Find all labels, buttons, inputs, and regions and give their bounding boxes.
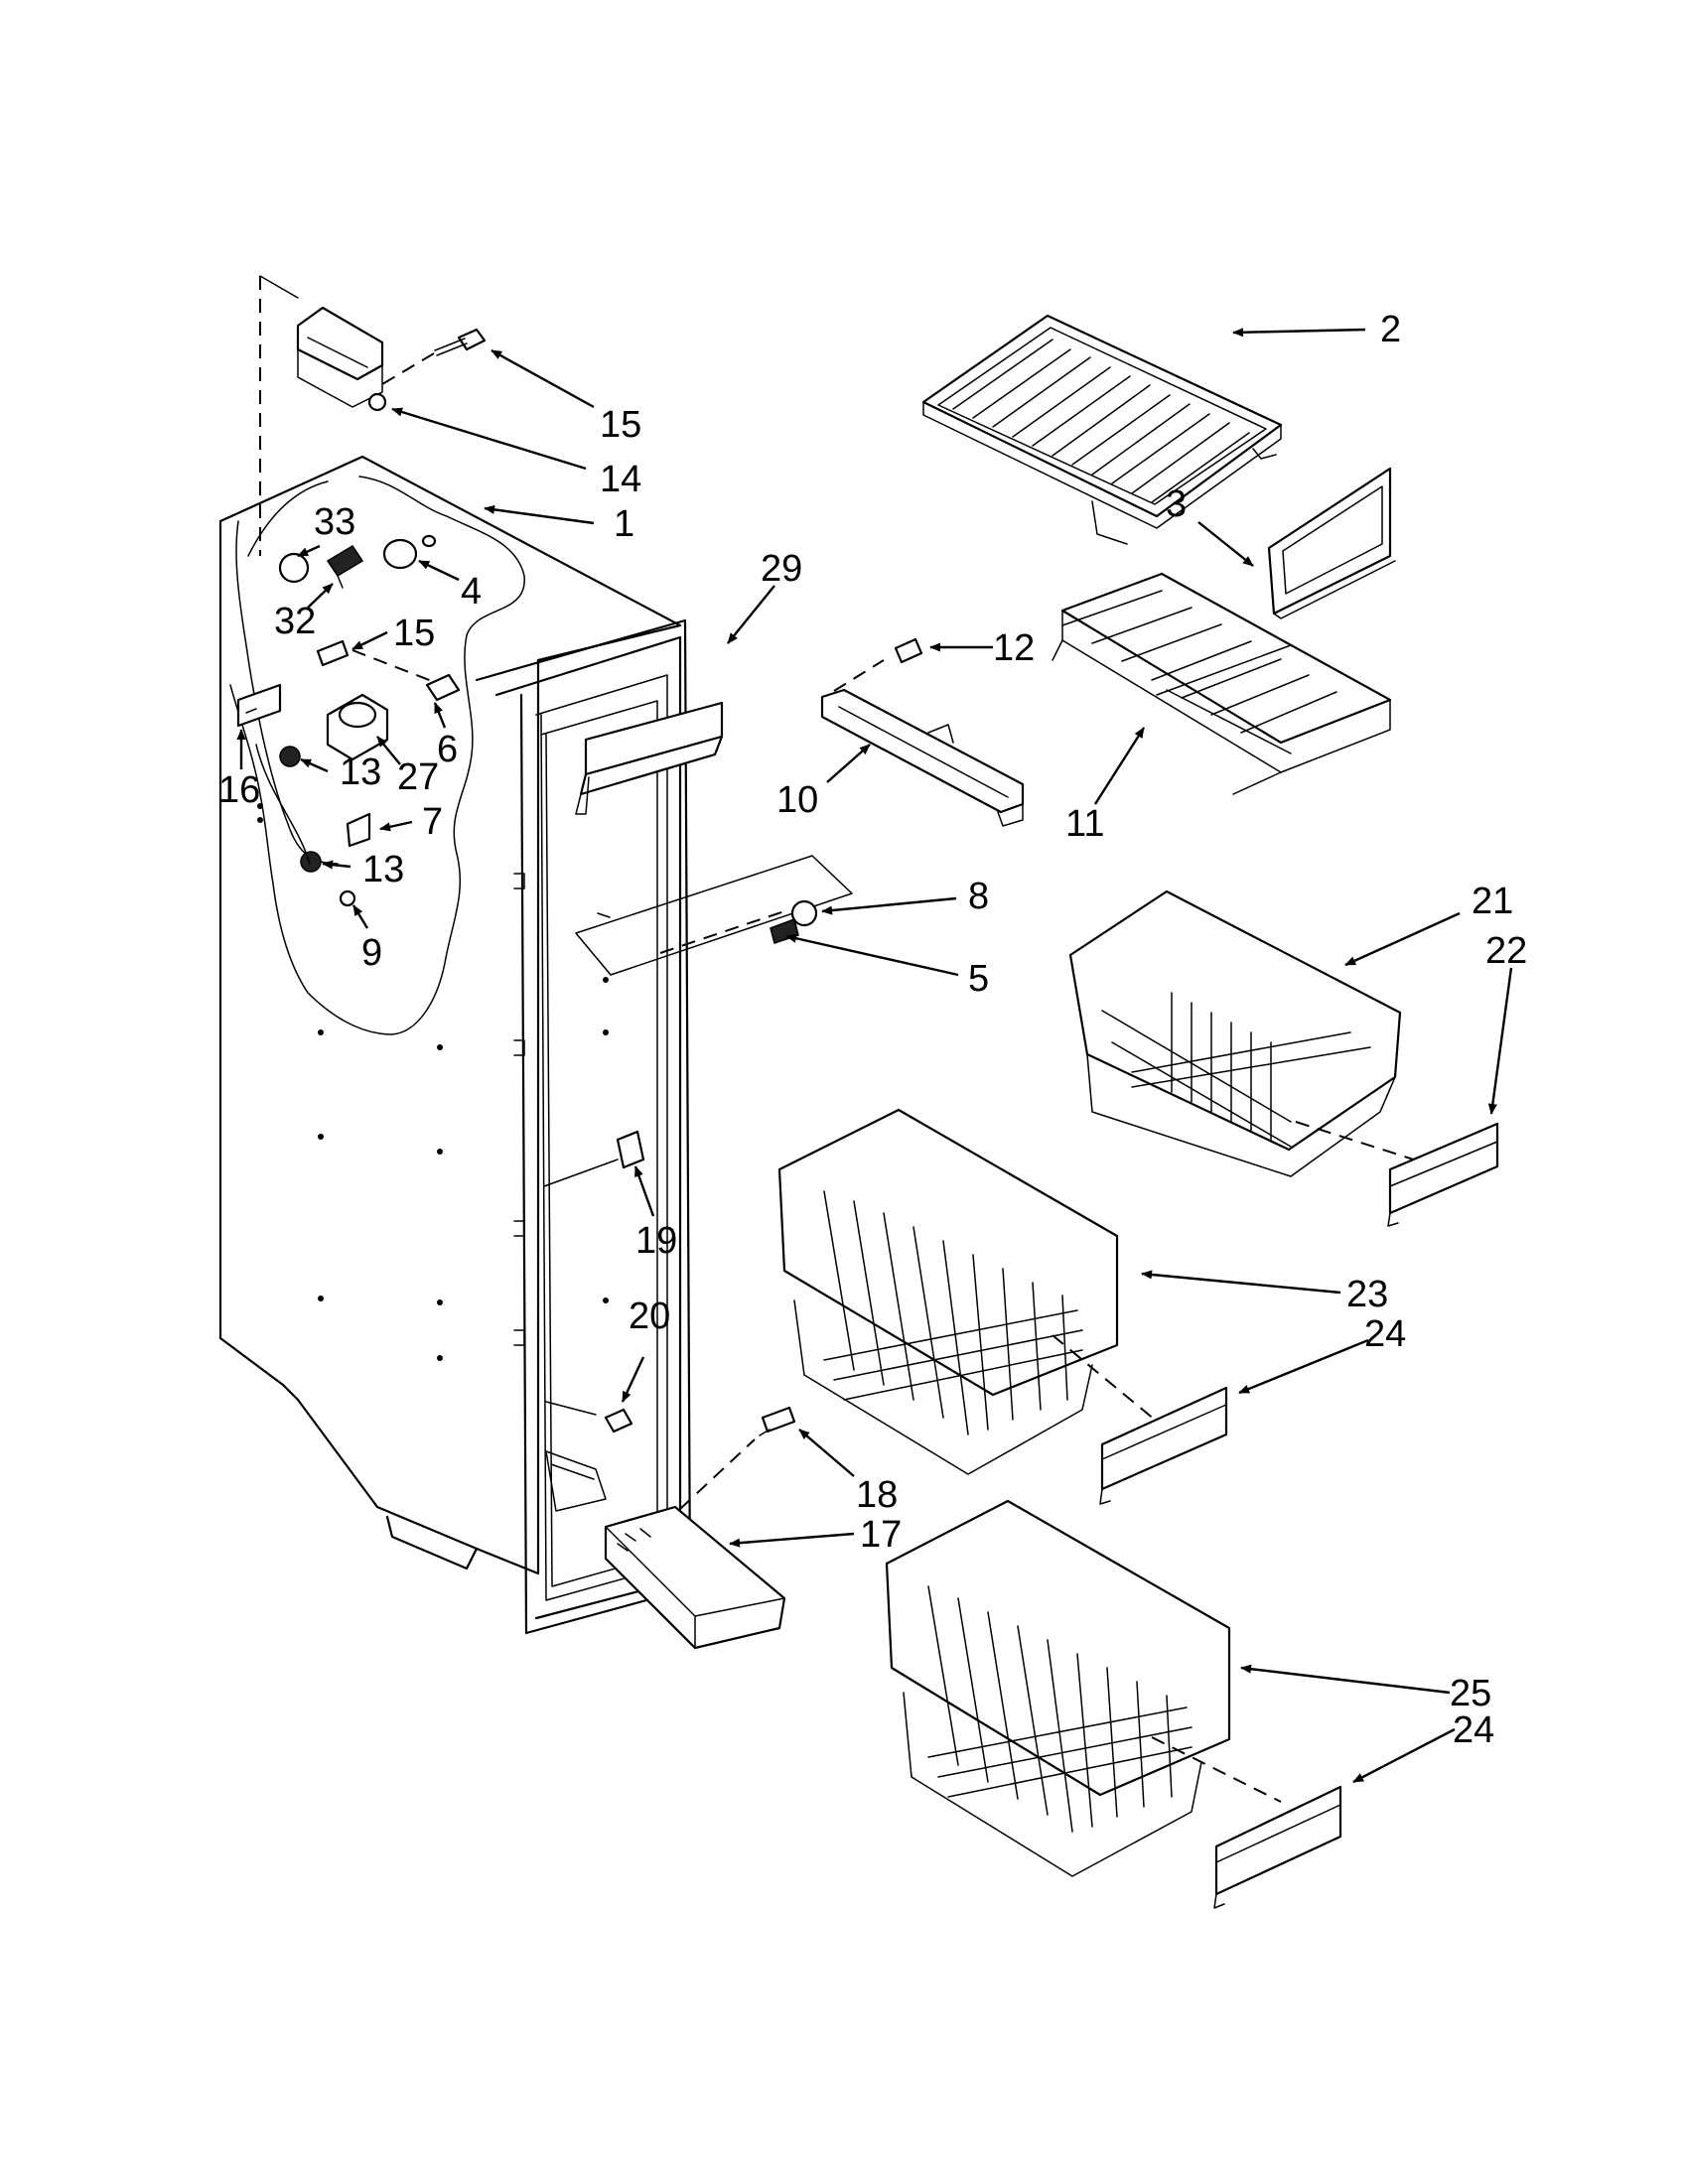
screw-18 <box>759 1406 796 1436</box>
arrow-20 <box>621 1356 645 1403</box>
arrow-5 <box>785 933 959 977</box>
internal-components <box>236 534 461 907</box>
callout-29: 29 <box>761 548 802 590</box>
basket-front-24-upper <box>1099 1386 1228 1505</box>
grille-17 <box>604 1438 786 1650</box>
callout-15b: 15 <box>393 613 435 654</box>
arrow-17 <box>729 1532 855 1548</box>
callout-6: 6 <box>437 729 458 770</box>
arrow-22 <box>1487 967 1513 1115</box>
callout-7: 7 <box>422 801 443 843</box>
callout-5: 5 <box>968 958 989 1000</box>
basket-front-24-lower <box>1213 1785 1342 1909</box>
callout-22: 22 <box>1485 930 1527 972</box>
arrow-2 <box>1232 328 1366 338</box>
callout-16: 16 <box>218 769 260 811</box>
arrow-25 <box>1240 1664 1451 1695</box>
callout-18: 18 <box>856 1474 898 1516</box>
basket-front-22 <box>1387 1122 1499 1227</box>
arrow-1 <box>484 504 595 525</box>
arrow-15a <box>491 348 595 409</box>
arrow-24a <box>1238 1338 1369 1395</box>
arrow-23 <box>1141 1270 1341 1295</box>
wire-shelf-11 <box>1052 572 1392 795</box>
plate-8 <box>575 855 853 976</box>
arrow-18 <box>798 1429 855 1477</box>
arrow-24b <box>1352 1727 1456 1784</box>
callout-12: 12 <box>993 627 1035 669</box>
callout-labels: 1 2 3 4 5 6 7 8 9 10 11 12 13 13 14 15 1… <box>218 309 1527 1751</box>
arrow-6 <box>433 702 447 729</box>
callout-17: 17 <box>860 1514 902 1556</box>
arrow-11 <box>1093 727 1146 805</box>
callout-32: 32 <box>274 601 316 642</box>
callout-25: 25 <box>1450 1673 1491 1714</box>
cutaway-outline <box>229 476 525 1035</box>
callout-4: 4 <box>461 571 482 613</box>
callout-27: 27 <box>397 756 439 798</box>
callout-23: 23 <box>1346 1274 1388 1315</box>
arrow-13b <box>322 860 351 870</box>
callout-10: 10 <box>776 779 818 821</box>
shelf-rail-10 <box>820 659 1025 827</box>
part-19 <box>543 1130 645 1187</box>
arrow-7 <box>379 820 413 832</box>
screw-15-top <box>376 328 487 388</box>
screw-12 <box>894 637 923 664</box>
callout-8: 8 <box>968 876 989 917</box>
shelf-support-29 <box>575 701 724 815</box>
callout-19: 19 <box>635 1220 677 1262</box>
arrow-9 <box>351 904 369 929</box>
arrow-4 <box>418 559 460 582</box>
callout-3: 3 <box>1166 483 1187 525</box>
callout-2: 2 <box>1380 309 1401 350</box>
arrow-32 <box>307 583 334 609</box>
arrow-27 <box>376 736 401 765</box>
arrow-19 <box>633 1165 655 1217</box>
arrow-33 <box>297 544 321 558</box>
basket-23 <box>777 1108 1168 1475</box>
callout-24b: 24 <box>1453 1709 1494 1751</box>
shelf-trim-3 <box>1267 467 1396 619</box>
arrow-15b <box>351 630 388 651</box>
callout-11: 11 <box>1065 803 1104 845</box>
arrow-13a <box>300 757 329 773</box>
arrow-10 <box>826 744 871 783</box>
arrow-3 <box>1197 521 1254 567</box>
callout-15a: 15 <box>600 404 641 446</box>
callout-20: 20 <box>629 1296 670 1337</box>
cam-bracket-14 <box>259 275 387 556</box>
basket-25 <box>885 1499 1282 1877</box>
callout-1: 1 <box>614 503 634 545</box>
callout-21: 21 <box>1472 881 1513 922</box>
callout-13b: 13 <box>362 849 404 890</box>
callout-33: 33 <box>314 501 355 543</box>
side-holes <box>257 803 609 1361</box>
basket-21 <box>1068 889 1421 1177</box>
arrow-21 <box>1344 911 1461 967</box>
leader-arrows <box>236 328 1513 1784</box>
arrow-29 <box>727 585 775 644</box>
screw-20 <box>545 1401 633 1433</box>
callout-13a: 13 <box>340 751 381 793</box>
callout-14: 14 <box>600 459 641 500</box>
callout-24a: 24 <box>1364 1313 1406 1355</box>
callout-9: 9 <box>361 932 382 974</box>
arrow-14 <box>391 407 587 471</box>
shelf-2 <box>921 314 1283 545</box>
arrow-8 <box>821 896 957 915</box>
